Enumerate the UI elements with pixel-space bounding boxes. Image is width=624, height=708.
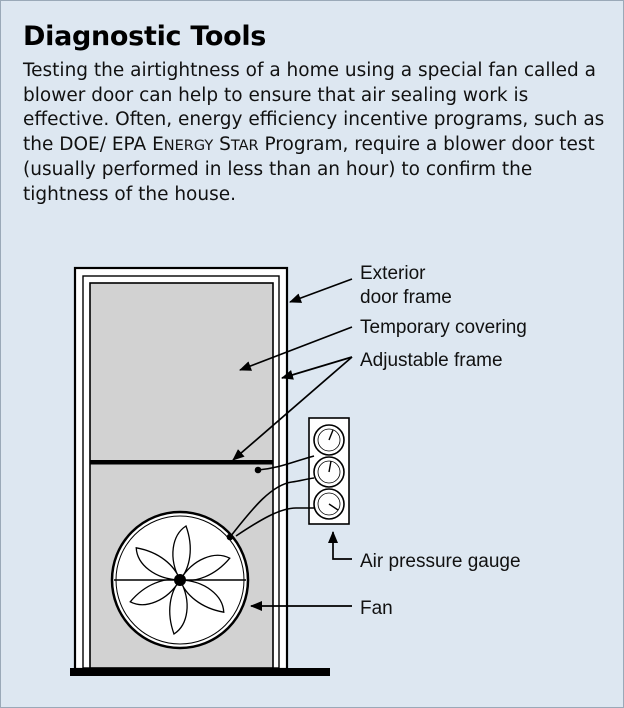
arrow-temporary-covering [239, 326, 353, 371]
label-adjustable-frame: Adjustable frame [360, 350, 503, 371]
label-fan: Fan [360, 598, 393, 619]
star-rest: TAR [230, 137, 259, 154]
frame-crossbar [90, 460, 273, 465]
paragraph-part2: Program, require a blower door test (usu… [23, 133, 595, 205]
energy-e: E [152, 133, 164, 155]
callout-arrows [232, 278, 353, 611]
panel-title: Diagnostic Tools [23, 21, 267, 52]
energy-rest: NERGY [163, 137, 214, 154]
label-temporary-covering: Temporary covering [360, 317, 527, 338]
arrow-adjustable-frame-lower [232, 356, 353, 461]
arrow-gauge [328, 531, 352, 560]
arrow-exterior-frame [289, 278, 353, 303]
label-air-pressure-gauge: Air pressure gauge [360, 551, 521, 572]
gauge-hoses [226, 455, 315, 541]
air-pressure-gauge [308, 417, 350, 525]
label-exterior-line2: door frame [360, 287, 452, 308]
description-paragraph: Testing the airtightness of a home using… [23, 59, 613, 208]
fan [110, 510, 250, 650]
paragraph-part1: Testing the airtightness of a home using… [23, 60, 605, 155]
floor [70, 668, 330, 676]
star-s: S [213, 133, 231, 155]
arrow-adjustable-frame-upper [281, 356, 353, 380]
label-exterior-line1: Exterior [360, 263, 426, 284]
